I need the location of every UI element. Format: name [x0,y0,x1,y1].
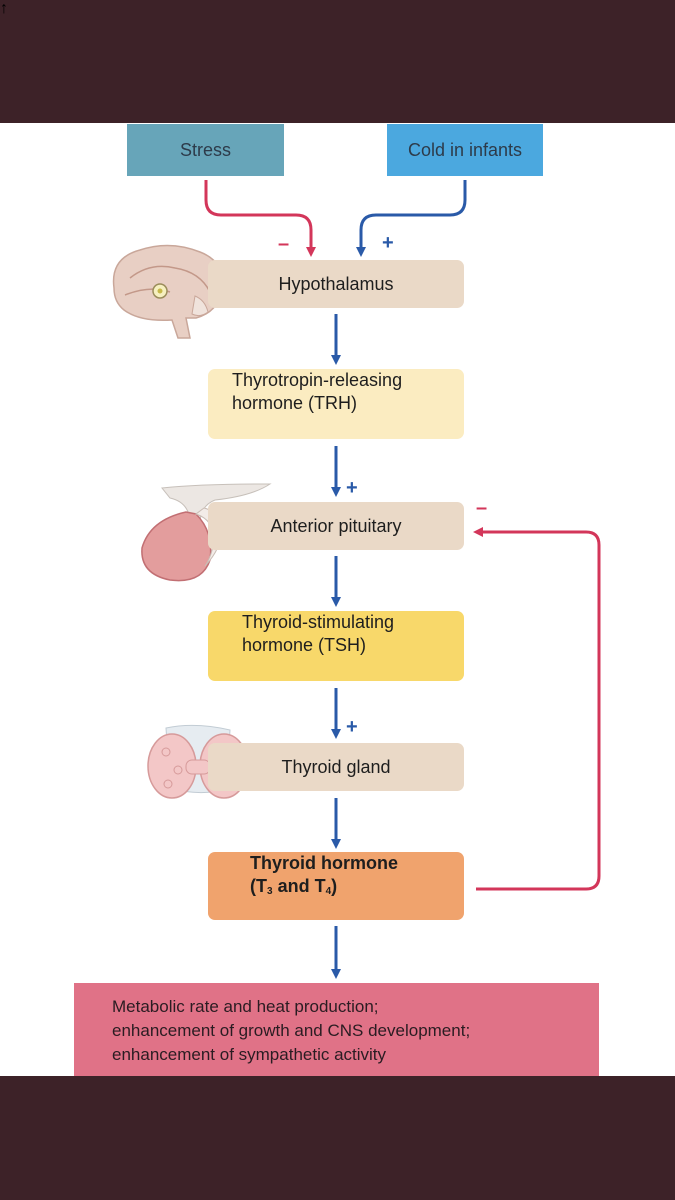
hypothalamus-label: Hypothalamus [278,273,394,294]
effects-line1: Metabolic rate and heat production; [112,997,379,1016]
thyroid-hormone-label-line2: (T3 and T4) [250,876,338,897]
stress-arrow [204,180,316,257]
stress-inhibit-sign: – [278,233,290,255]
thyroid-gland-box: Thyroid gland [208,743,464,791]
increase-arrow-icon: ↑ [0,0,8,17]
effects-box: Metabolic rate and heat production; enha… [74,983,599,1076]
cold-box: Cold in infants [387,124,543,176]
trh-label-line1: Thyrotropin-releasing [232,370,403,390]
trh-stimulate-sign: + [346,477,358,499]
cold-label: Cold in infants [407,139,523,160]
feedback-inhibit-sign: – [476,497,488,519]
thyroid-gland-label: Thyroid gland [281,756,391,777]
tsh-stimulate-sign: + [346,716,358,738]
tsh-box: Thyroid-stimulating hormone (TSH) [208,611,464,681]
brain-icon [112,244,224,339]
anterior-pituitary-box: Anterior pituitary [208,502,464,550]
stress-box: Stress [127,124,284,176]
cold-arrow [356,180,467,257]
hypothalamus-box: Hypothalamus [208,260,464,308]
anterior-pituitary-label: Anterior pituitary [270,515,402,536]
stress-label: Stress [179,139,231,160]
cold-stimulate-sign: + [382,232,394,254]
trh-label-line2: hormone (TRH) [232,393,358,413]
tsh-label-line2: hormone (TSH) [242,635,367,655]
thyroid-hormone-label-line1: Thyroid hormone [250,853,398,873]
feedback-arrow [473,527,601,891]
thyroid-hormone-box: Thyroid hormone (T3 and T4) [208,852,464,920]
tsh-label-line1: Thyroid-stimulating [242,612,395,632]
effects-line2: enhancement of growth and CNS developmen… [112,1021,471,1040]
trh-box: Thyrotropin-releasing hormone (TRH) [208,369,464,439]
effects-line3: enhancement of sympathetic activity [112,1045,387,1064]
